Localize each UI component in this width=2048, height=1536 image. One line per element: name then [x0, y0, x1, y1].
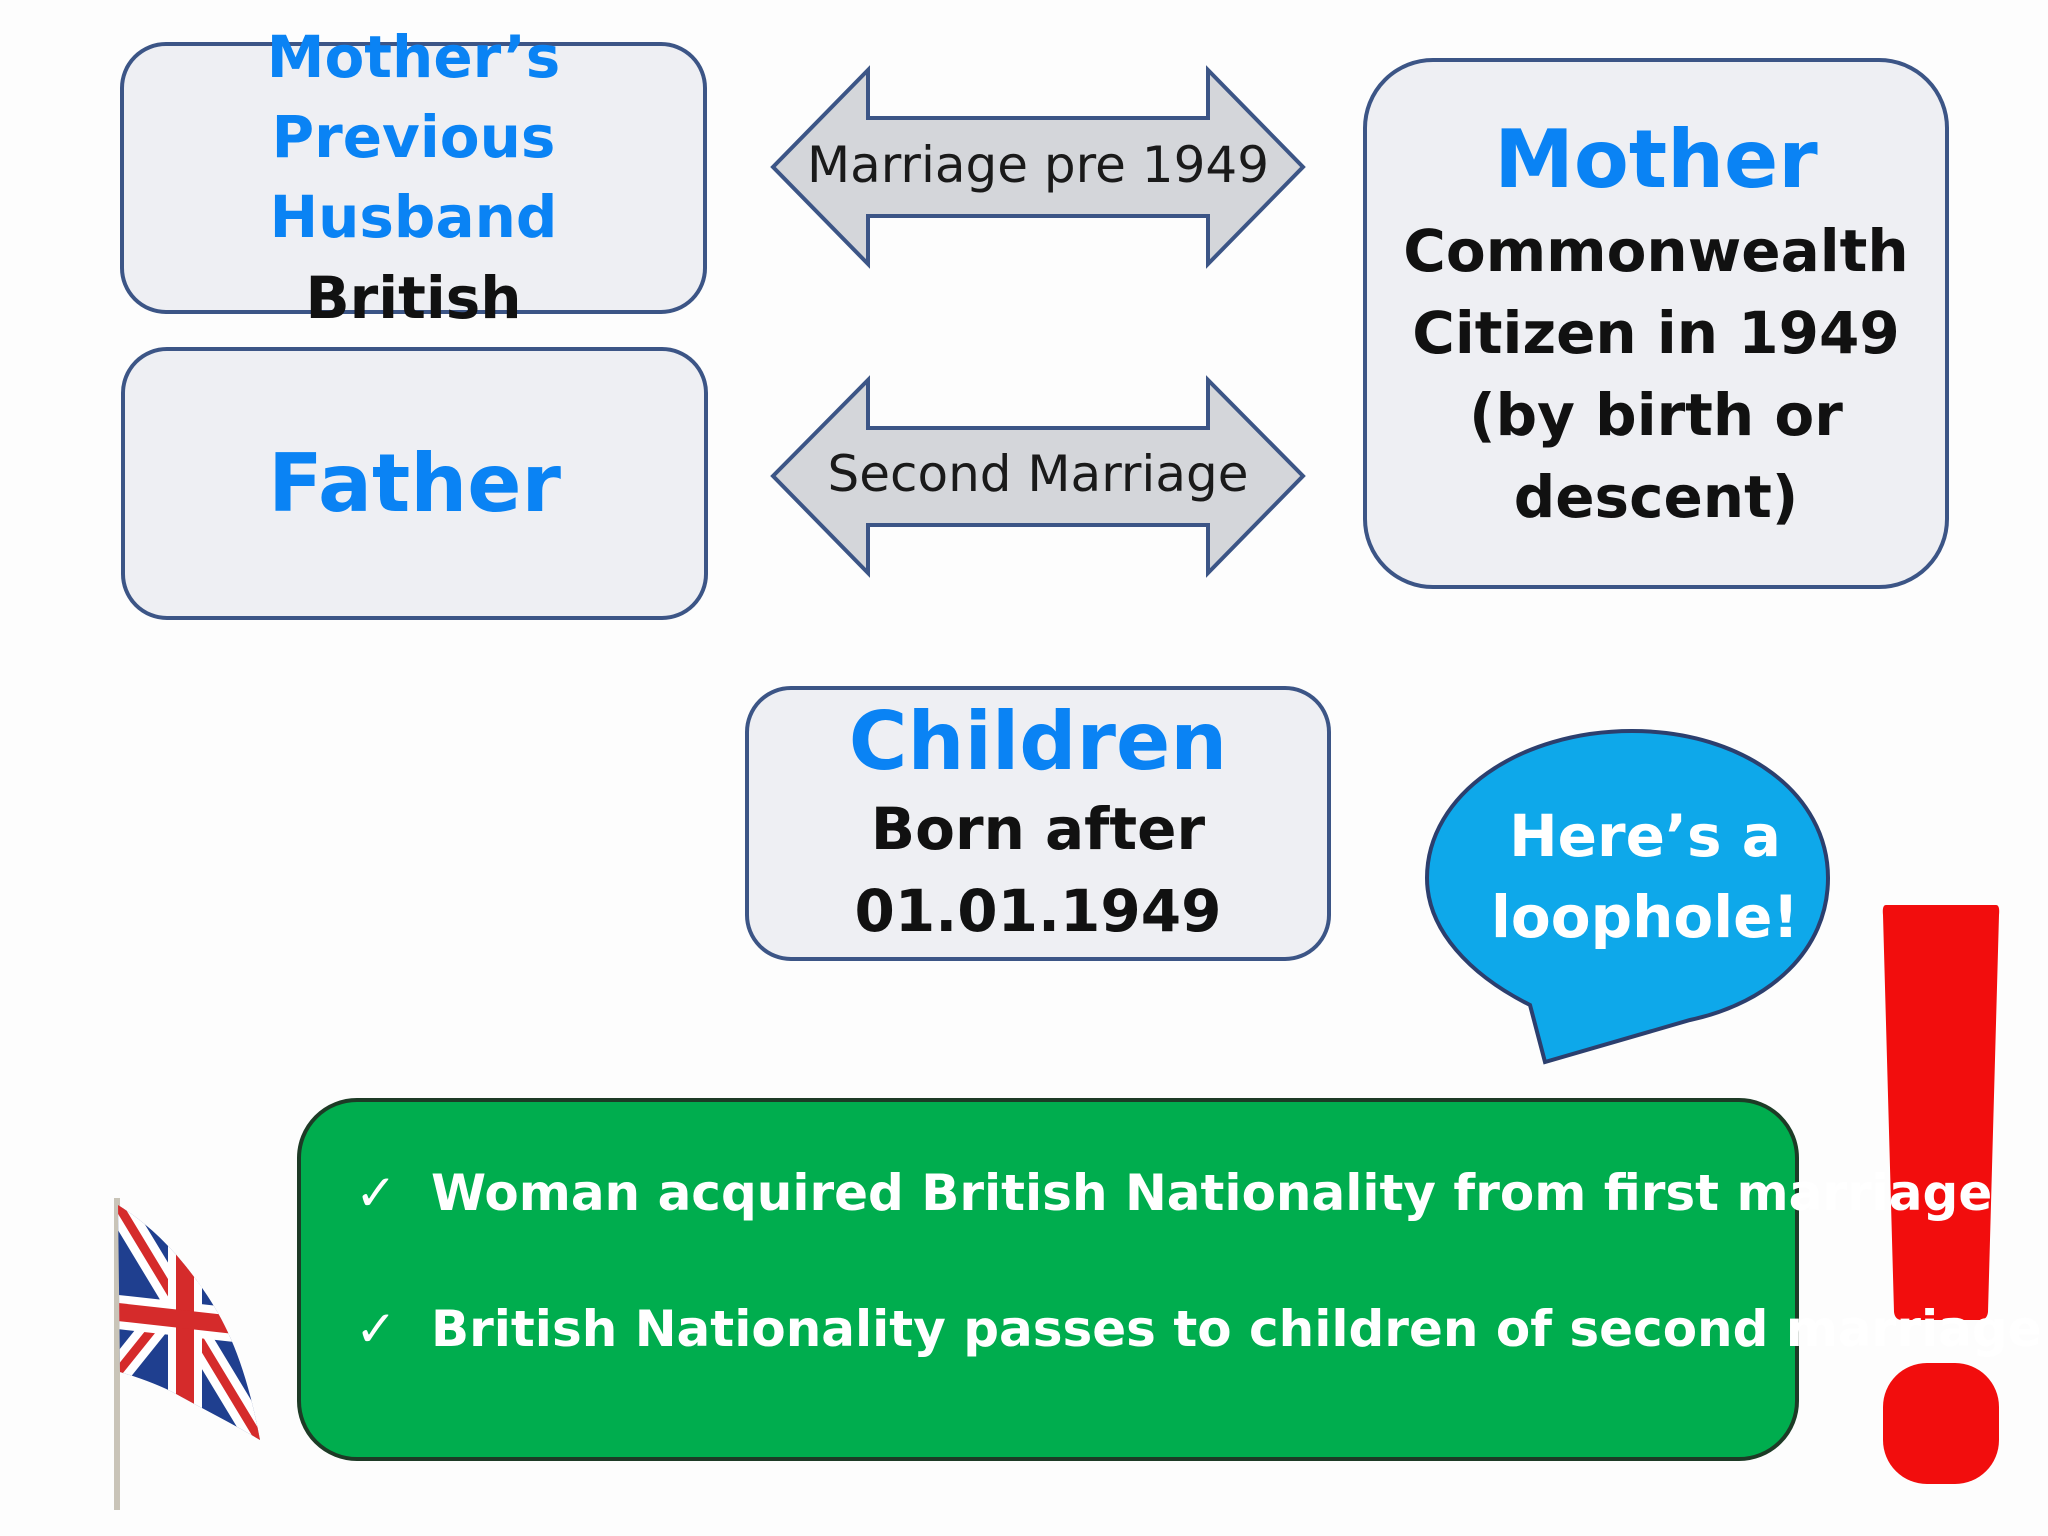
mother-line3: (by birth or	[1469, 380, 1843, 449]
marriage-pre-1949-label: Marriage pre 1949	[806, 136, 1270, 194]
callout-line1: Here’s a	[1509, 802, 1781, 870]
children-line1: Born after	[870, 794, 1206, 863]
summary-item-text: British Nationality passes to children o…	[431, 1300, 2042, 1358]
previous-husband-title-line1: Mother’s Previous	[266, 23, 561, 171]
mother-line2: Citizen in 1949	[1412, 298, 1900, 367]
children-box: Children Born after 01.01.1949	[745, 686, 1331, 961]
mother-line4: descent)	[1513, 462, 1799, 531]
checkmark-icon: ✓	[355, 1300, 397, 1358]
summary-item-text: Woman acquired British Nationality from …	[431, 1164, 1993, 1222]
previous-husband-title-line2: Husband	[269, 183, 558, 251]
previous-husband-nationality: British	[305, 264, 522, 332]
mother-line1: Commonwealth	[1403, 216, 1909, 285]
father-title: Father	[268, 437, 561, 530]
mother-box: Mother Commonwealth Citizen in 1949 (by …	[1363, 58, 1949, 589]
checkmark-icon: ✓	[355, 1164, 397, 1222]
second-marriage-label: Second Marriage	[827, 445, 1249, 503]
callout-line2: loophole!	[1491, 883, 1799, 951]
previous-husband-box: Mother’s Previous Husband British	[120, 23, 707, 332]
children-title: Children	[848, 694, 1228, 788]
second-marriage-arrow	[770, 375, 1306, 578]
children-line2: 01.01.1949	[854, 876, 1222, 945]
summary-panel: ✓ Woman acquired British Nationality fro…	[297, 1098, 2042, 1461]
mother-title: Mother	[1494, 112, 1818, 206]
father-box: Father	[121, 347, 708, 620]
